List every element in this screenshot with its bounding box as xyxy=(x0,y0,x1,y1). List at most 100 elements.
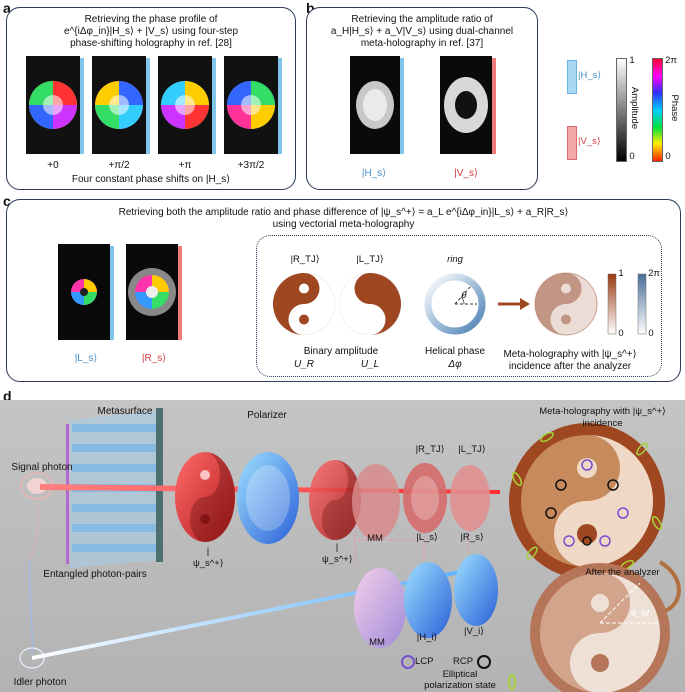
panel-c-r-label: |R_s⟩ xyxy=(141,353,167,364)
d-psi-1: |ψ_s^+⟩ xyxy=(193,546,224,569)
legend-h-label: |H_s⟩ xyxy=(578,70,602,81)
yin-yang-ul xyxy=(339,273,401,335)
panel-b-holograms xyxy=(350,56,496,154)
panel-d-scene xyxy=(19,408,681,692)
legend-v-swatch xyxy=(567,126,577,160)
elliptical-icon xyxy=(508,674,516,690)
d-ltj: |L_TJ⟩ xyxy=(458,444,486,455)
c-bar-phase-min: 0 xyxy=(648,328,654,339)
inner-dotted-frame xyxy=(256,235,662,377)
phase-title: Phase xyxy=(669,94,680,122)
amplitude-colorbar xyxy=(616,58,627,162)
phase-shift-2: +π xyxy=(178,160,192,171)
c-bar-amp-max: 1 xyxy=(618,268,624,279)
d-after-label: After the analyzer xyxy=(585,567,660,578)
c-dphi-label: Δφ xyxy=(448,359,462,370)
disc-hi xyxy=(404,562,452,638)
amplitude-plate-h xyxy=(350,56,404,154)
c-ring-label: ring xyxy=(447,254,463,265)
d-entangled-label: Entangled photon-pairs xyxy=(43,569,147,580)
d-theta-m: θ_M xyxy=(630,608,650,619)
panel-b xyxy=(306,7,538,190)
panel-c-label: c xyxy=(3,193,11,209)
helical-ring xyxy=(424,273,486,335)
c-helical-label: Helical phase xyxy=(424,346,486,357)
meta-hologram-upper xyxy=(509,423,665,579)
metasurface xyxy=(66,408,163,568)
meta-hologram-lower xyxy=(530,563,670,692)
hologram-plate-1 xyxy=(92,56,150,154)
d-polarizer-label: Polarizer xyxy=(247,410,287,421)
panel-d-label: d xyxy=(3,388,12,404)
result-colorbars xyxy=(607,273,647,335)
phase-colorbar xyxy=(652,58,663,162)
d-elliptical-1: Elliptical xyxy=(442,669,478,680)
panel-a-title-3: phase-shifting holography in ref. [28] xyxy=(70,38,232,49)
d-ls: |L_s⟩ xyxy=(416,532,438,543)
d-mm-1: MM xyxy=(367,533,383,544)
mm-disc-lower xyxy=(354,568,406,648)
amplitude-max: 1 xyxy=(629,55,635,66)
amplitude-min: 0 xyxy=(629,151,635,162)
c-result-1: Meta-holography with |ψ_s^+⟩ xyxy=(503,349,637,360)
polarizer-disc xyxy=(237,452,299,544)
phase-max: 2π xyxy=(665,55,677,66)
yin-yang-ur xyxy=(273,273,335,335)
phase-min: 0 xyxy=(665,151,671,162)
d-rcp: RCP xyxy=(452,656,474,667)
hologram-plate-2 xyxy=(158,56,216,154)
c-result-2: incidence after the analyzer xyxy=(508,361,632,372)
d-idler-label: Idler photon xyxy=(13,677,67,688)
c-bar-amp-min: 0 xyxy=(618,328,624,339)
panel-a-title-2: e^{iΔφ_in}|H_s⟩ + |V_s⟩ using four-step xyxy=(64,26,238,37)
disc-psi-2 xyxy=(309,460,361,540)
panel-c-holograms xyxy=(58,244,182,340)
amplitude-title: Amplitude xyxy=(629,86,640,130)
panel-b-title-2: a_H|H_s⟩ + a_V|V_s⟩ using dual-channel xyxy=(330,26,514,37)
d-signal-label: Signal photon xyxy=(11,462,73,473)
d-mm-2: MM xyxy=(369,637,385,648)
d-rtj: |R_TJ⟩ xyxy=(415,444,445,455)
plate-l xyxy=(58,244,114,340)
panel-c-title-2: using vectorial meta-holography xyxy=(272,219,415,230)
yin-yang-result xyxy=(534,272,598,336)
d-elliptical-2: polarization state xyxy=(424,680,496,691)
amplitude-plate-v xyxy=(440,56,496,154)
panel-c-title-1: Retrieving both the amplitude ratio and … xyxy=(118,207,569,218)
c-bar-phase-max: 2π xyxy=(648,268,660,279)
legend-v-label: |V_s⟩ xyxy=(578,136,601,147)
phase-shift-1: +π/2 xyxy=(108,160,130,171)
c-rtj-label: |R_TJ⟩ xyxy=(290,254,320,265)
panel-a-holograms xyxy=(26,56,282,154)
arrow-right xyxy=(498,298,530,310)
panel-a-caption: Four constant phase shifts on |H_s⟩ xyxy=(71,174,231,185)
disc-rs xyxy=(450,465,490,531)
d-metasurface-label: Metasurface xyxy=(97,406,153,417)
c-ltj-label: |L_TJ⟩ xyxy=(356,254,384,265)
legend-h-swatch xyxy=(567,60,577,94)
panel-b-label: b xyxy=(306,0,315,16)
c-theta: θ xyxy=(461,290,467,301)
panel-c-l-label: |L_s⟩ xyxy=(74,353,98,364)
d-meta-title: Meta-holography with |ψ_s^+⟩ incidence xyxy=(539,406,666,429)
disc-ls xyxy=(403,463,447,533)
c-binary-label: Binary amplitude xyxy=(303,346,379,357)
panel-a-title-1: Retrieving the phase profile of xyxy=(84,14,218,25)
d-vi: |V_i⟩ xyxy=(464,626,484,637)
phase-shift-0: +0 xyxy=(47,160,59,171)
d-hi: |H_i⟩ xyxy=(416,632,438,643)
rcp-icon xyxy=(477,655,491,669)
c-ur-label: U_R xyxy=(293,359,314,370)
panel-b-title-1: Retrieving the amplitude ratio of xyxy=(351,14,493,25)
d-lcp: LCP xyxy=(415,656,434,667)
plate-r xyxy=(126,244,182,340)
hologram-plate-3 xyxy=(224,56,282,154)
disc-psi-1 xyxy=(175,452,235,542)
panel-c-components xyxy=(273,272,647,336)
disc-vi xyxy=(454,554,498,626)
d-psi-2: |ψ_s^+⟩ xyxy=(322,542,353,565)
panel-a-label: a xyxy=(3,0,11,16)
lcp-icon xyxy=(401,655,415,669)
panel-b-h-label: |H_s⟩ xyxy=(361,168,387,179)
d-rs: |R_s⟩ xyxy=(460,532,484,543)
